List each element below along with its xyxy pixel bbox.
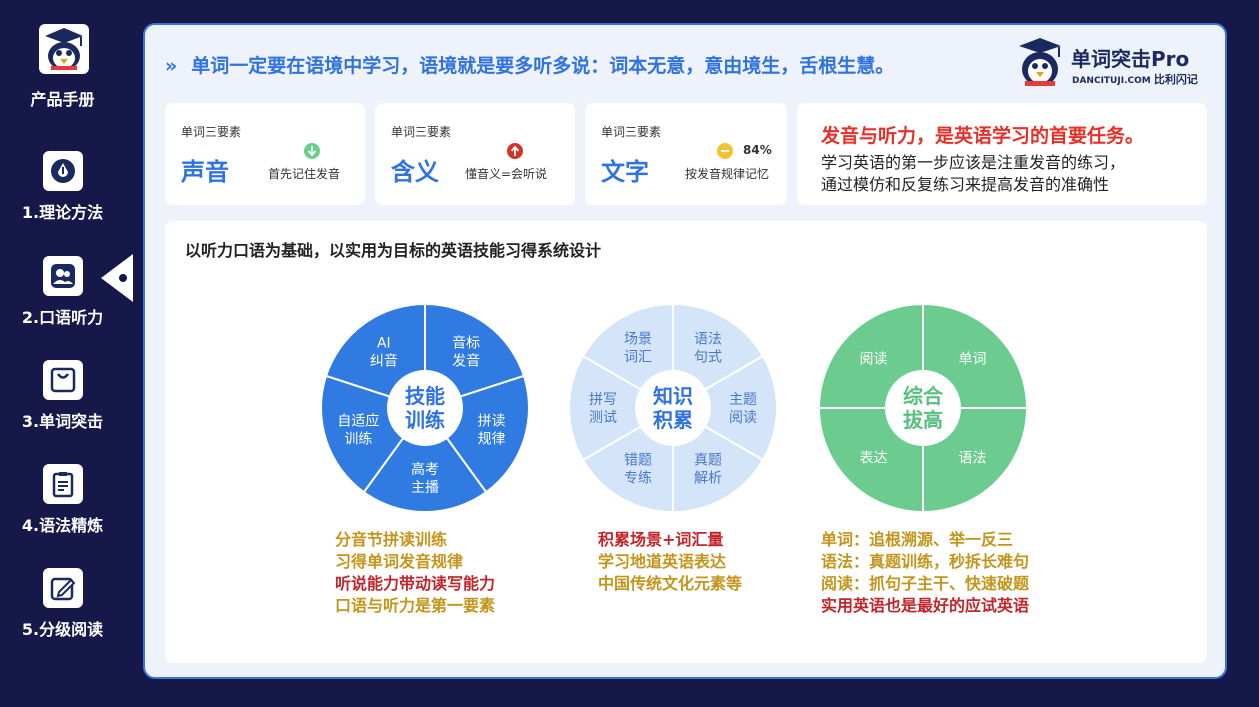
drop-icon — [42, 151, 83, 191]
brand-sub: DANCITUJI.COM 比利闪记 — [1072, 73, 1198, 86]
caption-line: 分音节拼读训练 — [335, 530, 448, 549]
note-title: 发音与听力，是英语学习的首要任务。 — [821, 125, 1145, 147]
active-pointer-icon — [97, 252, 135, 308]
sidebar-item-words[interactable]: 3.单词突击 — [0, 360, 125, 432]
caption-line: 听说能力带动读写能力 — [335, 574, 496, 593]
card-main: 声音 — [181, 158, 229, 186]
wheel-center-label: 知识积累 — [653, 384, 693, 432]
caption-line: 积累场景+词汇量 — [598, 530, 724, 549]
wheel-segment-label: 自适应训练 — [337, 413, 379, 448]
element-card-meaning: 单词三要素 含义 懂音义=会听说 — [375, 103, 575, 205]
wheel-captions-skill: 分音节拼读训练 习得单词发音规律 听说能力带动读写能力 口语与听力是第一要素 — [335, 529, 495, 617]
content-panel: » 单词一定要在语境中学习，语境就是要多听多说：词本无意，意由境生，舌根生慧。 单… — [143, 23, 1227, 679]
wheel-segment-label: 语法句式 — [694, 331, 722, 365]
wheel-segment-label: 单词 — [958, 352, 986, 368]
wheel-captions-knowledge: 积累场景+词汇量 学习地道英语表达 中国传统文化元素等 — [598, 529, 742, 595]
users-icon — [42, 256, 83, 296]
wheel-segment-label: 阅读 — [860, 351, 888, 368]
sidebar-item-label: 5.分级阅读 — [21, 620, 104, 639]
brand: 单词突击Pro DANCITUJI.COM 比利闪记 — [1015, 31, 1215, 93]
card-desc: 懂音义=会听说 — [465, 167, 548, 181]
element-card-text: 单词三要素 文字 84% 按发音规律记忆 — [585, 103, 787, 205]
banner: » 单词一定要在语境中学习，语境就是要多听多说：词本无意，意由境生，舌根生慧。 — [165, 51, 894, 78]
caption-line: 学习地道英语表达 — [598, 552, 727, 571]
sidebar-title: 产品手册 — [30, 90, 95, 109]
sidebar-item-reading[interactable]: 5.分级阅读 — [0, 568, 125, 640]
card-label: 单词三要素 — [181, 125, 242, 139]
note-line: 通过模仿和反复练习来提高发音的准确性 — [821, 175, 1110, 194]
wheel-segment — [670, 354, 778, 462]
caption-line: 语法：真题训练，秒拆长难句 — [821, 552, 1030, 571]
sidebar-item-label: 4.语法精炼 — [21, 516, 104, 535]
sidebar-item-label: 2.口语听力 — [21, 308, 104, 327]
note-line: 学习英语的第一步应该是注重发音的练习， — [821, 153, 1126, 172]
sidebar-item-listening[interactable]: 2.口语听力 — [0, 256, 125, 328]
sidebar-item-theory[interactable]: 1.理论方法 — [0, 151, 125, 223]
wheel-segment-label: 真题解析 — [694, 453, 722, 487]
bag-icon — [42, 360, 83, 400]
caption-line: 单词：追根溯源、举一反三 — [821, 530, 1014, 549]
banner-text: 单词一定要在语境中学习，语境就是要多听多说：词本无意，意由境生，舌根生慧。 — [191, 55, 895, 77]
wheel-segment — [362, 406, 488, 513]
wheel-segment-label: 音标发音 — [452, 334, 480, 369]
caption-line: 中国传统文化元素等 — [598, 574, 743, 593]
wheel-segment-label: 拼读规律 — [478, 413, 506, 448]
wheel-captions-comprehensive: 单词：追根溯源、举一反三 语法：真题训练，秒拆长难句 阅读：抓句子主干、快速破题… — [821, 529, 1029, 617]
wheel-segment-label: 错题专练 — [624, 453, 652, 487]
double-chevron-icon: » — [165, 55, 178, 77]
caption-line: 阅读：抓句子主干、快速破题 — [821, 574, 1030, 593]
wheel-center — [635, 370, 711, 446]
wheel-segment-label: 主题阅读 — [729, 392, 757, 426]
card-main: 含义 — [391, 158, 439, 186]
arrow-down-green-icon — [304, 143, 320, 159]
card-label: 单词三要素 — [601, 125, 662, 139]
minus-yellow-icon — [717, 143, 733, 159]
wheel-center-label: 综合拔高 — [903, 384, 944, 432]
card-label: 单词三要素 — [391, 125, 452, 139]
penguin-logo-icon — [39, 24, 89, 74]
arrow-up-red-icon — [507, 143, 523, 159]
caption-line: 实用英语也是最好的应试英语 — [821, 596, 1030, 615]
wheel-segment-label: 场景词汇 — [624, 331, 652, 365]
pencil-square-icon — [42, 568, 83, 608]
section-title: 以听力口语为基础，以实用为目标的英语技能习得系统设计 — [185, 241, 602, 260]
wheel-segment-label: 表达 — [860, 450, 888, 466]
sidebar: 产品手册 1.理论方法 2.口语听力 3.单词突击 4.语法精炼 5.分级阅读 — [0, 0, 125, 707]
card-percent: 84% — [743, 143, 772, 157]
sidebar-item-grammar[interactable]: 4.语法精炼 — [0, 464, 125, 536]
clipboard-icon — [42, 464, 83, 504]
brand-name: 单词突击Pro — [1071, 47, 1190, 71]
wheel-segment-label: 语法 — [958, 450, 986, 466]
caption-line: 口语与听力是第一要素 — [335, 596, 496, 615]
card-desc: 按发音规律记忆 — [685, 167, 770, 181]
card-desc: 首先记住发音 — [268, 167, 341, 181]
system-design-section: 以听力口语为基础，以实用为目标的英语技能习得系统设计 音标发音拼读规律高考主播 自… — [165, 221, 1207, 663]
sidebar-item-label: 3.单词突击 — [21, 412, 104, 431]
caption-line: 习得单词发音规律 — [335, 552, 464, 571]
penguin-logo-icon — [1019, 38, 1061, 86]
wheel-segment-label: 拼写测试 — [589, 392, 617, 426]
element-card-sound: 单词三要素 声音 首先记住发音 — [165, 103, 365, 205]
sidebar-item-label: 1.理论方法 — [21, 203, 104, 222]
wheel-center — [387, 370, 463, 446]
wheel-segment-label: 高考主播 — [411, 461, 439, 496]
wheel-center-label: 技能训练 — [405, 384, 445, 432]
card-main: 文字 — [601, 158, 649, 186]
wheel-segment — [568, 354, 675, 462]
note-card: 发音与听力，是英语学习的首要任务。 学习英语的第一步应该是注重发音的练习， 通过… — [797, 103, 1207, 205]
wheel-center — [885, 370, 961, 446]
